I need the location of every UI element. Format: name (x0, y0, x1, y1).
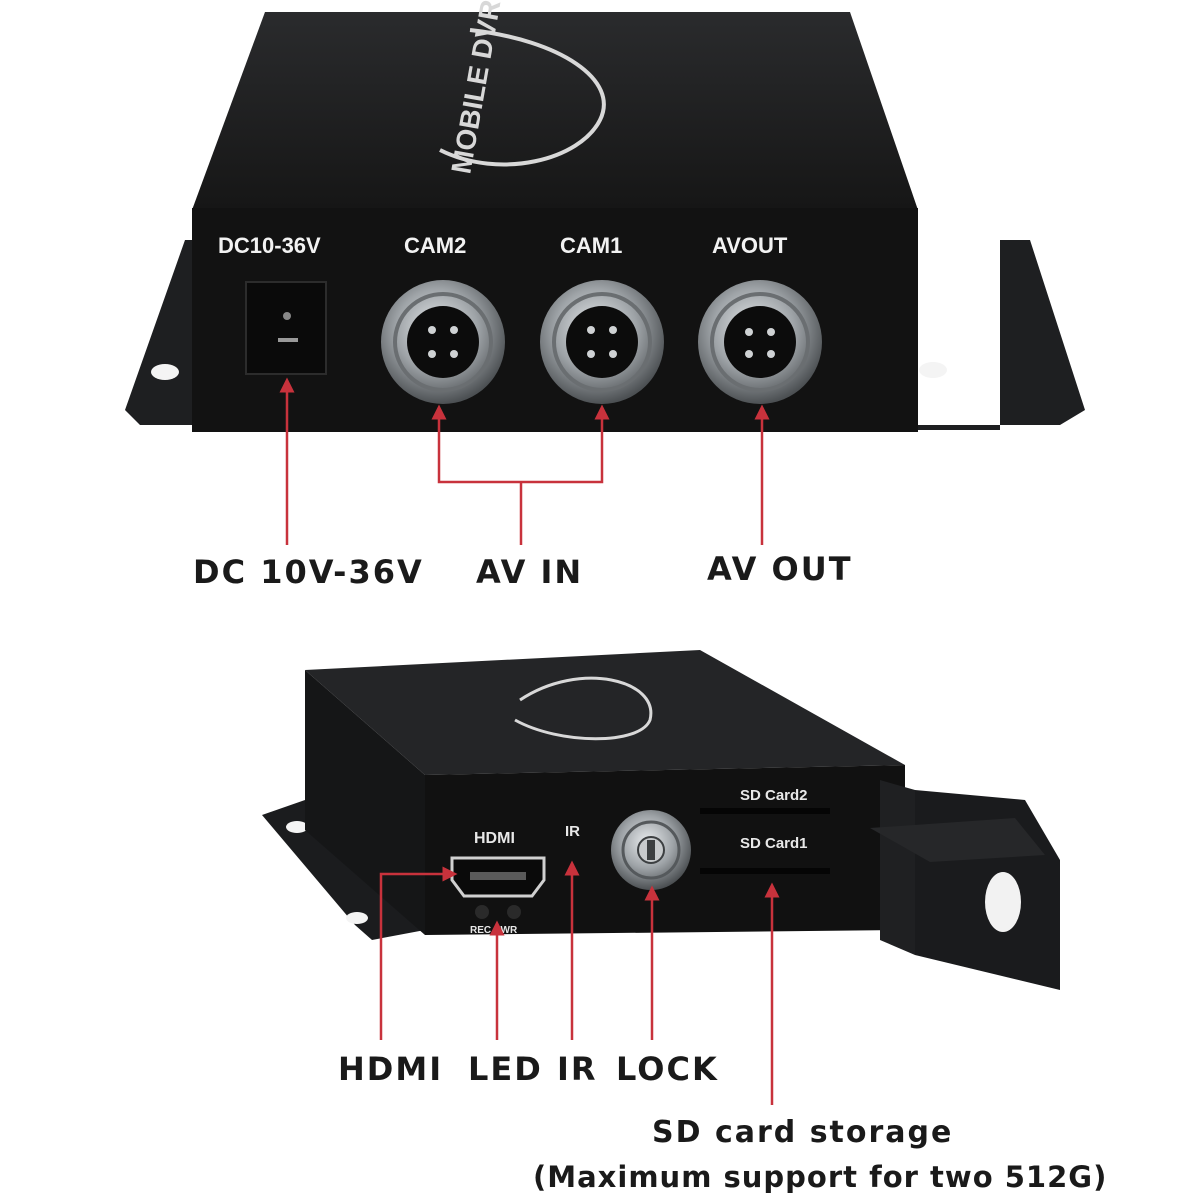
brand-swoosh (439, 28, 606, 167)
callout-power: DC 10V-36V (193, 553, 424, 591)
power-jack (245, 281, 327, 375)
connector-cam1 (540, 280, 664, 404)
hdmi-port (450, 856, 546, 898)
port-label-power: DC10-36V (218, 233, 321, 258)
connector-cam2 (381, 280, 505, 404)
led-rec (475, 905, 489, 919)
port-label-cam1: CAM1 (560, 233, 622, 258)
mount-hole-left (151, 364, 179, 380)
connector-avout (698, 280, 822, 404)
led-panel-label: REC PWR (470, 925, 518, 936)
key-lock (611, 810, 691, 890)
bottom-brand-swoosh (514, 676, 653, 741)
callout-led: LED (468, 1050, 543, 1088)
top-device-lid (192, 12, 918, 210)
sd-slot-1 (700, 868, 830, 874)
bottom-arrows (379, 860, 780, 1105)
sd-door (870, 780, 1060, 990)
sd-slot-2 (700, 808, 830, 814)
callout-sd-storage: SD card storage (652, 1115, 954, 1150)
hdmi-panel-label: HDMI (474, 830, 515, 847)
ir-panel-label: IR (565, 823, 580, 840)
mount-hole-right (919, 362, 947, 378)
bottom-device-lid (305, 650, 905, 775)
arrow-hdmi (379, 866, 458, 1040)
sd2-panel-label: SD Card2 (740, 787, 808, 804)
top-arrows (279, 377, 770, 545)
callout-av-out: AV OUT (707, 550, 853, 588)
callout-av-in: AV IN (476, 553, 584, 591)
port-label-avout: AVOUT (712, 233, 788, 258)
port-label-cam2: CAM2 (404, 233, 466, 258)
bottom-device-side (305, 670, 425, 935)
callout-lock: LOCK (616, 1050, 719, 1088)
led-pwr (507, 905, 521, 919)
callout-hdmi: HDMI (338, 1050, 444, 1088)
sd1-panel-label: SD Card1 (740, 835, 808, 852)
callout-sd-capacity: (Maximum support for two 512G) (533, 1160, 1108, 1194)
top-device: MOBILE DVR DC10-36V CAM2 CAM1 AVOUT (125, 0, 1085, 432)
bottom-device: HDMI REC PWR IR SD Card2 SD Card1 (262, 650, 1060, 990)
callout-ir: IR (557, 1050, 598, 1088)
mount-hole-bottom-left (286, 821, 308, 833)
mount-hole-bottom-right (346, 912, 368, 924)
